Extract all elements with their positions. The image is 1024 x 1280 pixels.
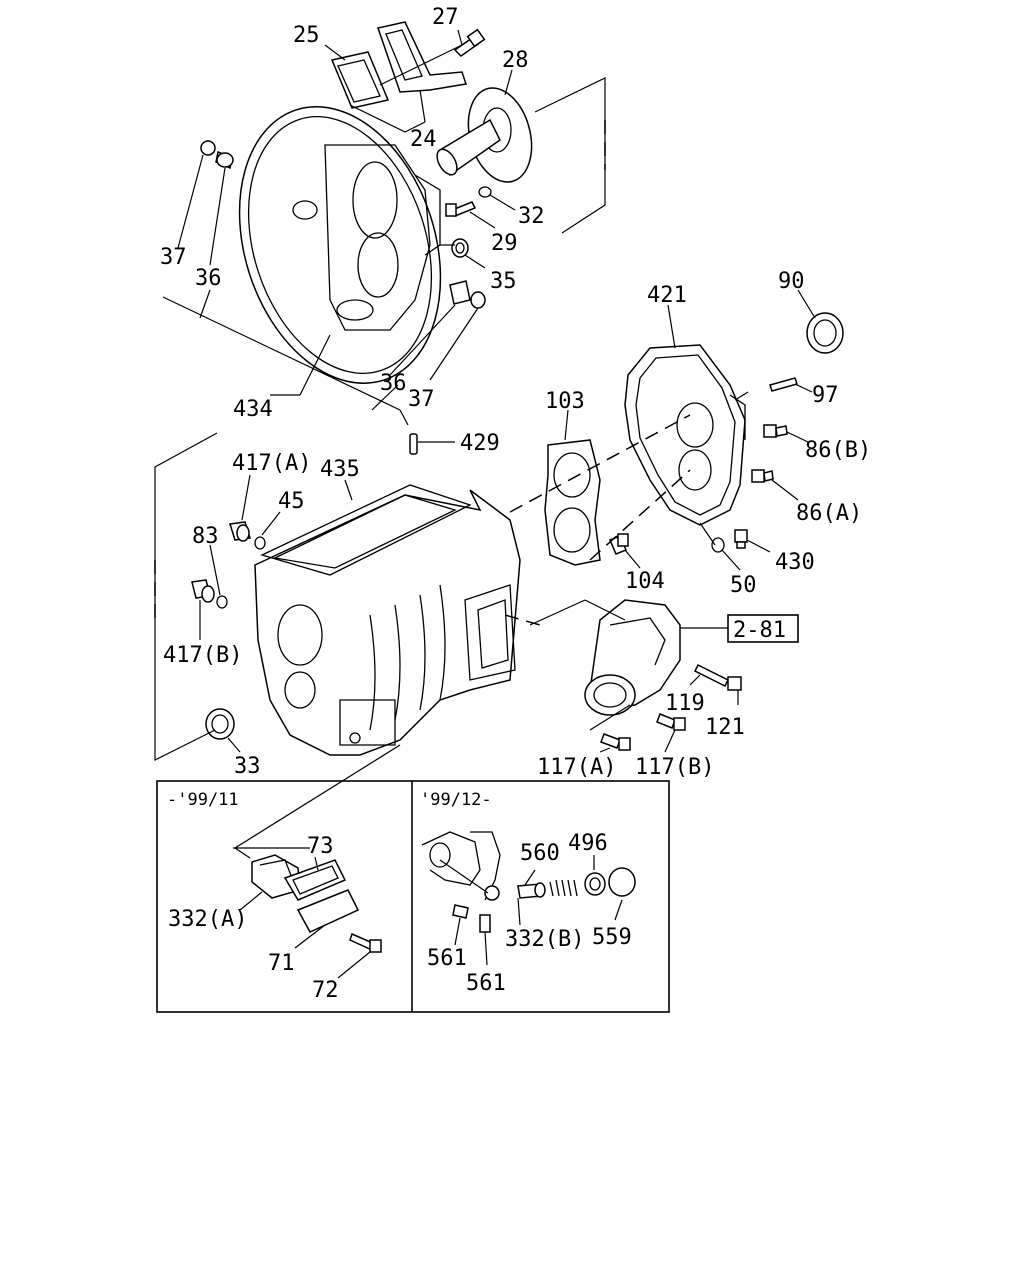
label-37-top: 37 (160, 245, 187, 270)
label-561-left: 561 (427, 946, 467, 971)
inset-left-title: -'99/11 (167, 790, 239, 810)
washer-83 (216, 595, 228, 609)
label-37-bottom: 37 (408, 387, 435, 412)
label-45: 45 (278, 489, 305, 514)
label-119: 119 (665, 691, 705, 716)
label-24: 24 (410, 127, 437, 152)
label-121: 121 (705, 715, 745, 740)
cover-plate-24 (377, 21, 467, 93)
label-559: 559 (592, 925, 632, 950)
label-561-right: 561 (466, 971, 506, 996)
reference-label: 2-81 (733, 618, 786, 643)
seal-35 (451, 238, 469, 258)
label-27: 27 (432, 5, 459, 30)
label-73: 73 (307, 834, 334, 859)
label-28: 28 (502, 48, 529, 73)
label-117a: 117(A) (537, 755, 616, 780)
label-117b: 117(B) (635, 755, 714, 780)
label-83: 83 (192, 524, 219, 549)
inset-frame (156, 780, 670, 1013)
label-33: 33 (234, 754, 261, 779)
label-32: 32 (518, 204, 545, 229)
washer-45 (254, 536, 266, 550)
bolt-29 (445, 201, 477, 217)
oil-seal-33 (205, 708, 235, 740)
inset-right-parts (421, 831, 636, 966)
label-97: 97 (812, 383, 839, 408)
label-35: 35 (490, 269, 517, 294)
extension-housing-2-81 (584, 599, 681, 716)
bushing-36-top (200, 140, 234, 170)
o-ring-32 (478, 186, 492, 198)
label-25: 25 (293, 23, 320, 48)
nut-121 (727, 676, 742, 691)
gasket-103 (544, 439, 601, 566)
bolt-117a (600, 733, 631, 751)
label-50: 50 (730, 573, 757, 598)
inset-right-title: '99/12- (420, 790, 492, 810)
bolt-104 (609, 533, 629, 555)
label-560: 560 (520, 841, 560, 866)
label-429: 429 (460, 431, 500, 456)
label-36-top: 36 (195, 266, 222, 291)
reference-box-2-81[interactable]: 2-81 (727, 614, 799, 643)
label-332b: 332(B) (505, 927, 584, 952)
bolt-119 (693, 663, 730, 688)
bolt-117b (656, 713, 686, 731)
label-29: 29 (491, 231, 518, 256)
label-496: 496 (568, 831, 608, 856)
washer-50 (711, 537, 725, 553)
label-332a: 332(A) (168, 907, 247, 932)
label-86a: 86(A) (796, 501, 862, 526)
dowel-429 (409, 433, 418, 455)
bolt-27 (453, 28, 486, 57)
stud-97 (769, 377, 798, 392)
oil-seal-90 (806, 312, 844, 354)
label-421: 421 (647, 283, 687, 308)
label-72: 72 (312, 978, 339, 1003)
inset-left-parts (233, 847, 382, 979)
label-417a: 417(A) (232, 451, 311, 476)
label-103: 103 (545, 389, 585, 414)
label-435: 435 (320, 457, 360, 482)
label-71: 71 (268, 951, 295, 976)
bushing-36-bottom (449, 280, 486, 309)
plug-417a (229, 521, 251, 542)
label-86b: 86(B) (805, 438, 871, 463)
bearing-retainer-28 (436, 87, 533, 183)
label-417b: 417(B) (163, 643, 242, 668)
gasket-25 (330, 51, 390, 109)
label-434: 434 (233, 397, 273, 422)
label-430: 430 (775, 550, 815, 575)
label-104: 104 (625, 569, 665, 594)
plug-86a (751, 469, 774, 483)
clutch-housing-434 (238, 106, 442, 384)
plug-430 (734, 529, 748, 549)
rear-cover-421 (624, 344, 746, 526)
leader-lines (154, 29, 816, 859)
label-90: 90 (778, 269, 805, 294)
label-36-bottom: 36 (380, 371, 407, 396)
part-number-labels: 25 27 28 24 32 29 35 37 36 434 36 37 429… (160, 5, 871, 1003)
transmission-case-435 (254, 484, 521, 756)
plug-86b (763, 424, 788, 438)
plug-417b (191, 579, 215, 603)
